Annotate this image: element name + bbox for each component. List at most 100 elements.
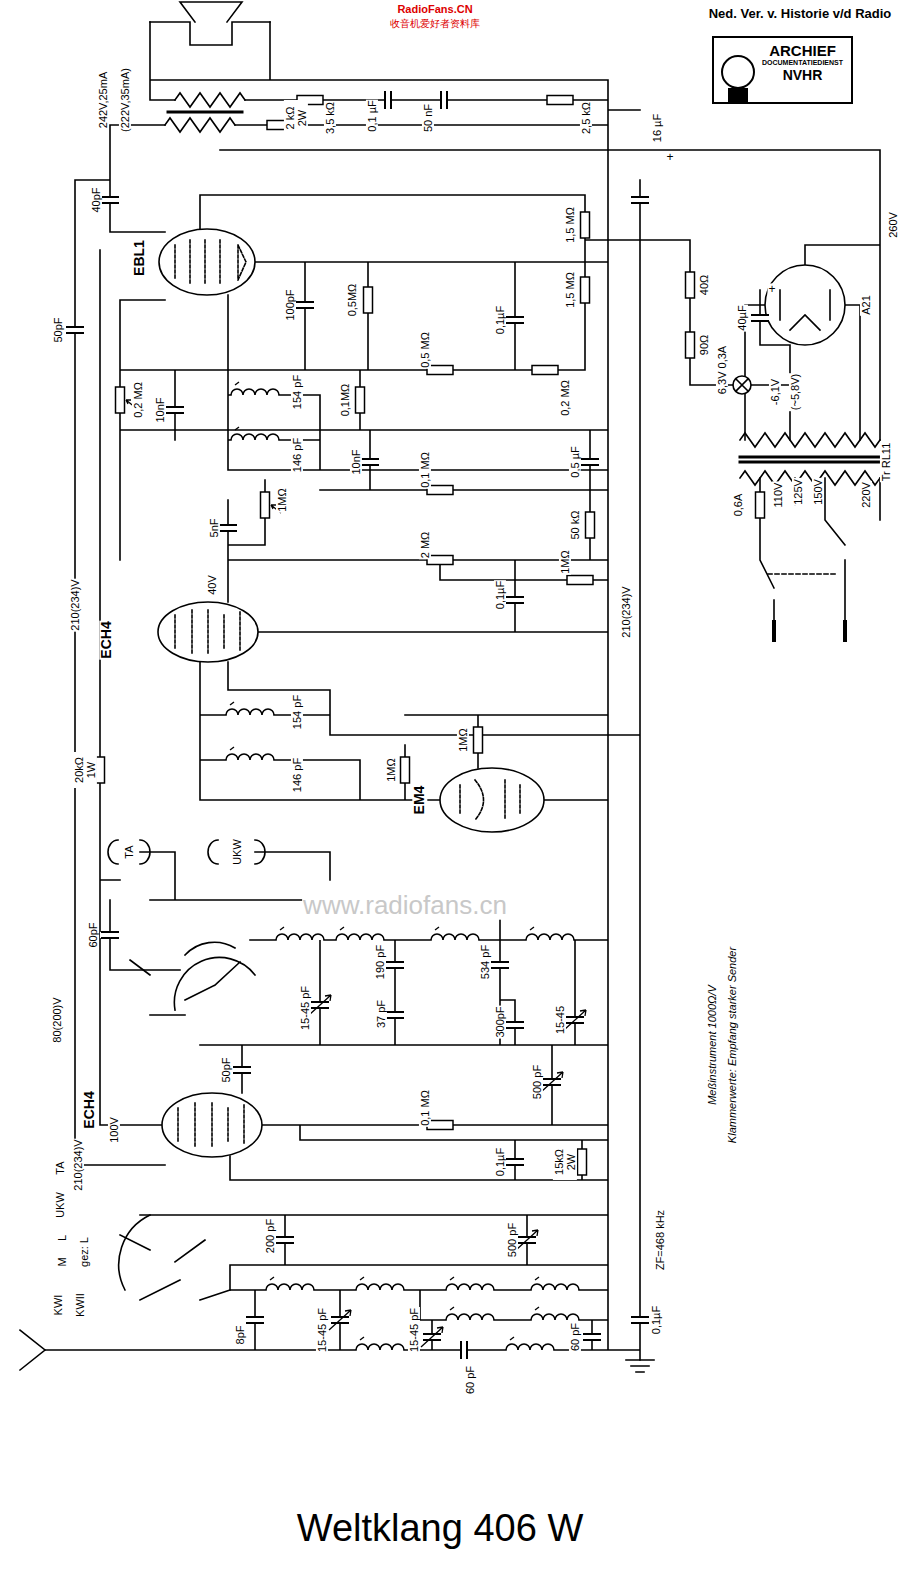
component-label: L [56, 1234, 68, 1242]
coil-symbol [226, 702, 274, 715]
switch-link [768, 573, 838, 575]
component-label: Meßinstrument 1000Ω/V [706, 984, 718, 1106]
component-label: 15-45 pF [408, 1307, 420, 1353]
component-label: gez: L [78, 1236, 90, 1268]
component-label: 1MΩ [276, 487, 288, 513]
capacitor-symbol [165, 407, 185, 413]
component-label: 60 pF [464, 1365, 476, 1395]
component-label: 0,2 MΩ [132, 381, 144, 419]
coil-symbol [266, 1277, 314, 1290]
stamp-text: NVHR [762, 67, 843, 83]
capacitor-symbol [750, 315, 770, 321]
stamp-logo-base [728, 88, 748, 102]
coil-symbol [526, 927, 574, 940]
component-label: 1MΩ [457, 727, 469, 753]
pilot-lamp [733, 376, 751, 394]
component-label: 300pF [494, 1005, 506, 1038]
component-label: 0,1µF [494, 305, 506, 335]
component-label: TA [54, 1160, 66, 1175]
component-label: 125V [792, 478, 804, 506]
capacitor-symbol [630, 1317, 650, 1323]
component-label: 10nF [350, 448, 362, 475]
component-label: 5nF [208, 518, 220, 539]
component-label: 200 pF [264, 1218, 276, 1254]
component-label: www.radiofans.cn [302, 891, 508, 920]
archive-stamp: ARCHIEFDOCUMENTATIEDIENSTNVHR [712, 36, 853, 104]
component-label: 100pF [284, 288, 296, 321]
capacitor-symbol [461, 1340, 467, 1360]
capacitor-symbol [295, 302, 315, 308]
component-label: 154 pF [291, 694, 303, 730]
tube-envelope [162, 1093, 262, 1157]
component-label: 100V [108, 1116, 120, 1144]
component-label: 0,6A [732, 493, 744, 518]
component-label: 40µF [736, 304, 748, 331]
tube-envelope [158, 602, 258, 662]
capacitor-symbol [245, 1317, 265, 1323]
coil-symbol [231, 427, 279, 440]
component-label: 40V [206, 574, 218, 596]
tube-electrodes [175, 610, 240, 655]
coil-symbol [356, 1277, 404, 1290]
trimmer-symbol [421, 1327, 443, 1347]
coil-symbol [226, 747, 274, 760]
component-label: 60 pF [569, 1322, 581, 1352]
component-label: 1,5 MΩ [564, 206, 576, 244]
component-label: 15-45 [554, 1005, 566, 1035]
component-label: 0,2 MΩ [559, 379, 571, 417]
component-label: 37 pF [375, 999, 387, 1029]
component-label: M [56, 1256, 68, 1267]
component-label: ZF=468 kHz [654, 1209, 666, 1271]
component-label: 20kΩ 1W [73, 752, 97, 788]
trimmer-symbol [309, 995, 331, 1015]
wire [45, 22, 880, 1360]
capacitor-symbol [385, 1012, 405, 1018]
capacitor-symbol [580, 459, 600, 465]
transformer-core [168, 112, 880, 462]
resistor-symbol [686, 332, 695, 358]
capacitor-symbol [232, 1067, 252, 1073]
component-label: 50 kΩ [569, 509, 581, 540]
component-label: 2 MΩ [419, 531, 431, 560]
capacitor-symbol [490, 962, 510, 968]
component-label: KWI [52, 1294, 64, 1317]
component-label: 1MΩ [559, 549, 571, 575]
capacitor-symbol [505, 1022, 525, 1028]
capacitor-symbol [275, 1237, 295, 1243]
component-label: ECH4 [99, 620, 114, 659]
component-label: A21 [860, 294, 872, 316]
resistor-symbol [364, 287, 373, 313]
ground-symbol [626, 1360, 654, 1372]
capacitor-symbol [100, 932, 120, 938]
component-label: UKW [231, 838, 243, 866]
component-label: 40pF [90, 186, 102, 213]
pilot-lamp [736, 379, 748, 391]
component-label: RadioFans.CN [396, 3, 473, 15]
capacitor-symbol [100, 197, 120, 203]
component-label: 0,1µF [650, 1305, 662, 1335]
component-label: 2,5 kΩ [580, 101, 592, 135]
component-label: 150V [812, 478, 824, 506]
resistor-symbol [547, 96, 573, 105]
component-label: 210(234)V [69, 578, 81, 631]
coil-symbol [531, 1307, 579, 1320]
capacitor-symbol [505, 597, 525, 603]
component-label: 0,1µF [494, 1147, 506, 1177]
component-label: ECH4 [82, 1090, 97, 1129]
trimmer-symbol [329, 1310, 351, 1330]
component-label: 40Ω [698, 274, 710, 296]
stamp-text: DOCUMENTATIEDIENST [762, 59, 843, 67]
component-label: 242V,25mA [97, 71, 109, 129]
stamp-logo-tube [722, 56, 754, 88]
resistor-symbol [401, 757, 410, 783]
tube-electrodes [178, 1103, 244, 1147]
component-label: -6,1V [769, 378, 781, 406]
component-label: KWII [74, 1292, 86, 1318]
diagram-title: Weltklang 406 W [293, 1507, 588, 1550]
component-label: + [665, 151, 674, 164]
component-label: 50 nF [422, 103, 434, 133]
tube-envelope [159, 229, 255, 295]
resistor-symbol [586, 512, 595, 538]
component-label: 190 pF [374, 944, 386, 980]
